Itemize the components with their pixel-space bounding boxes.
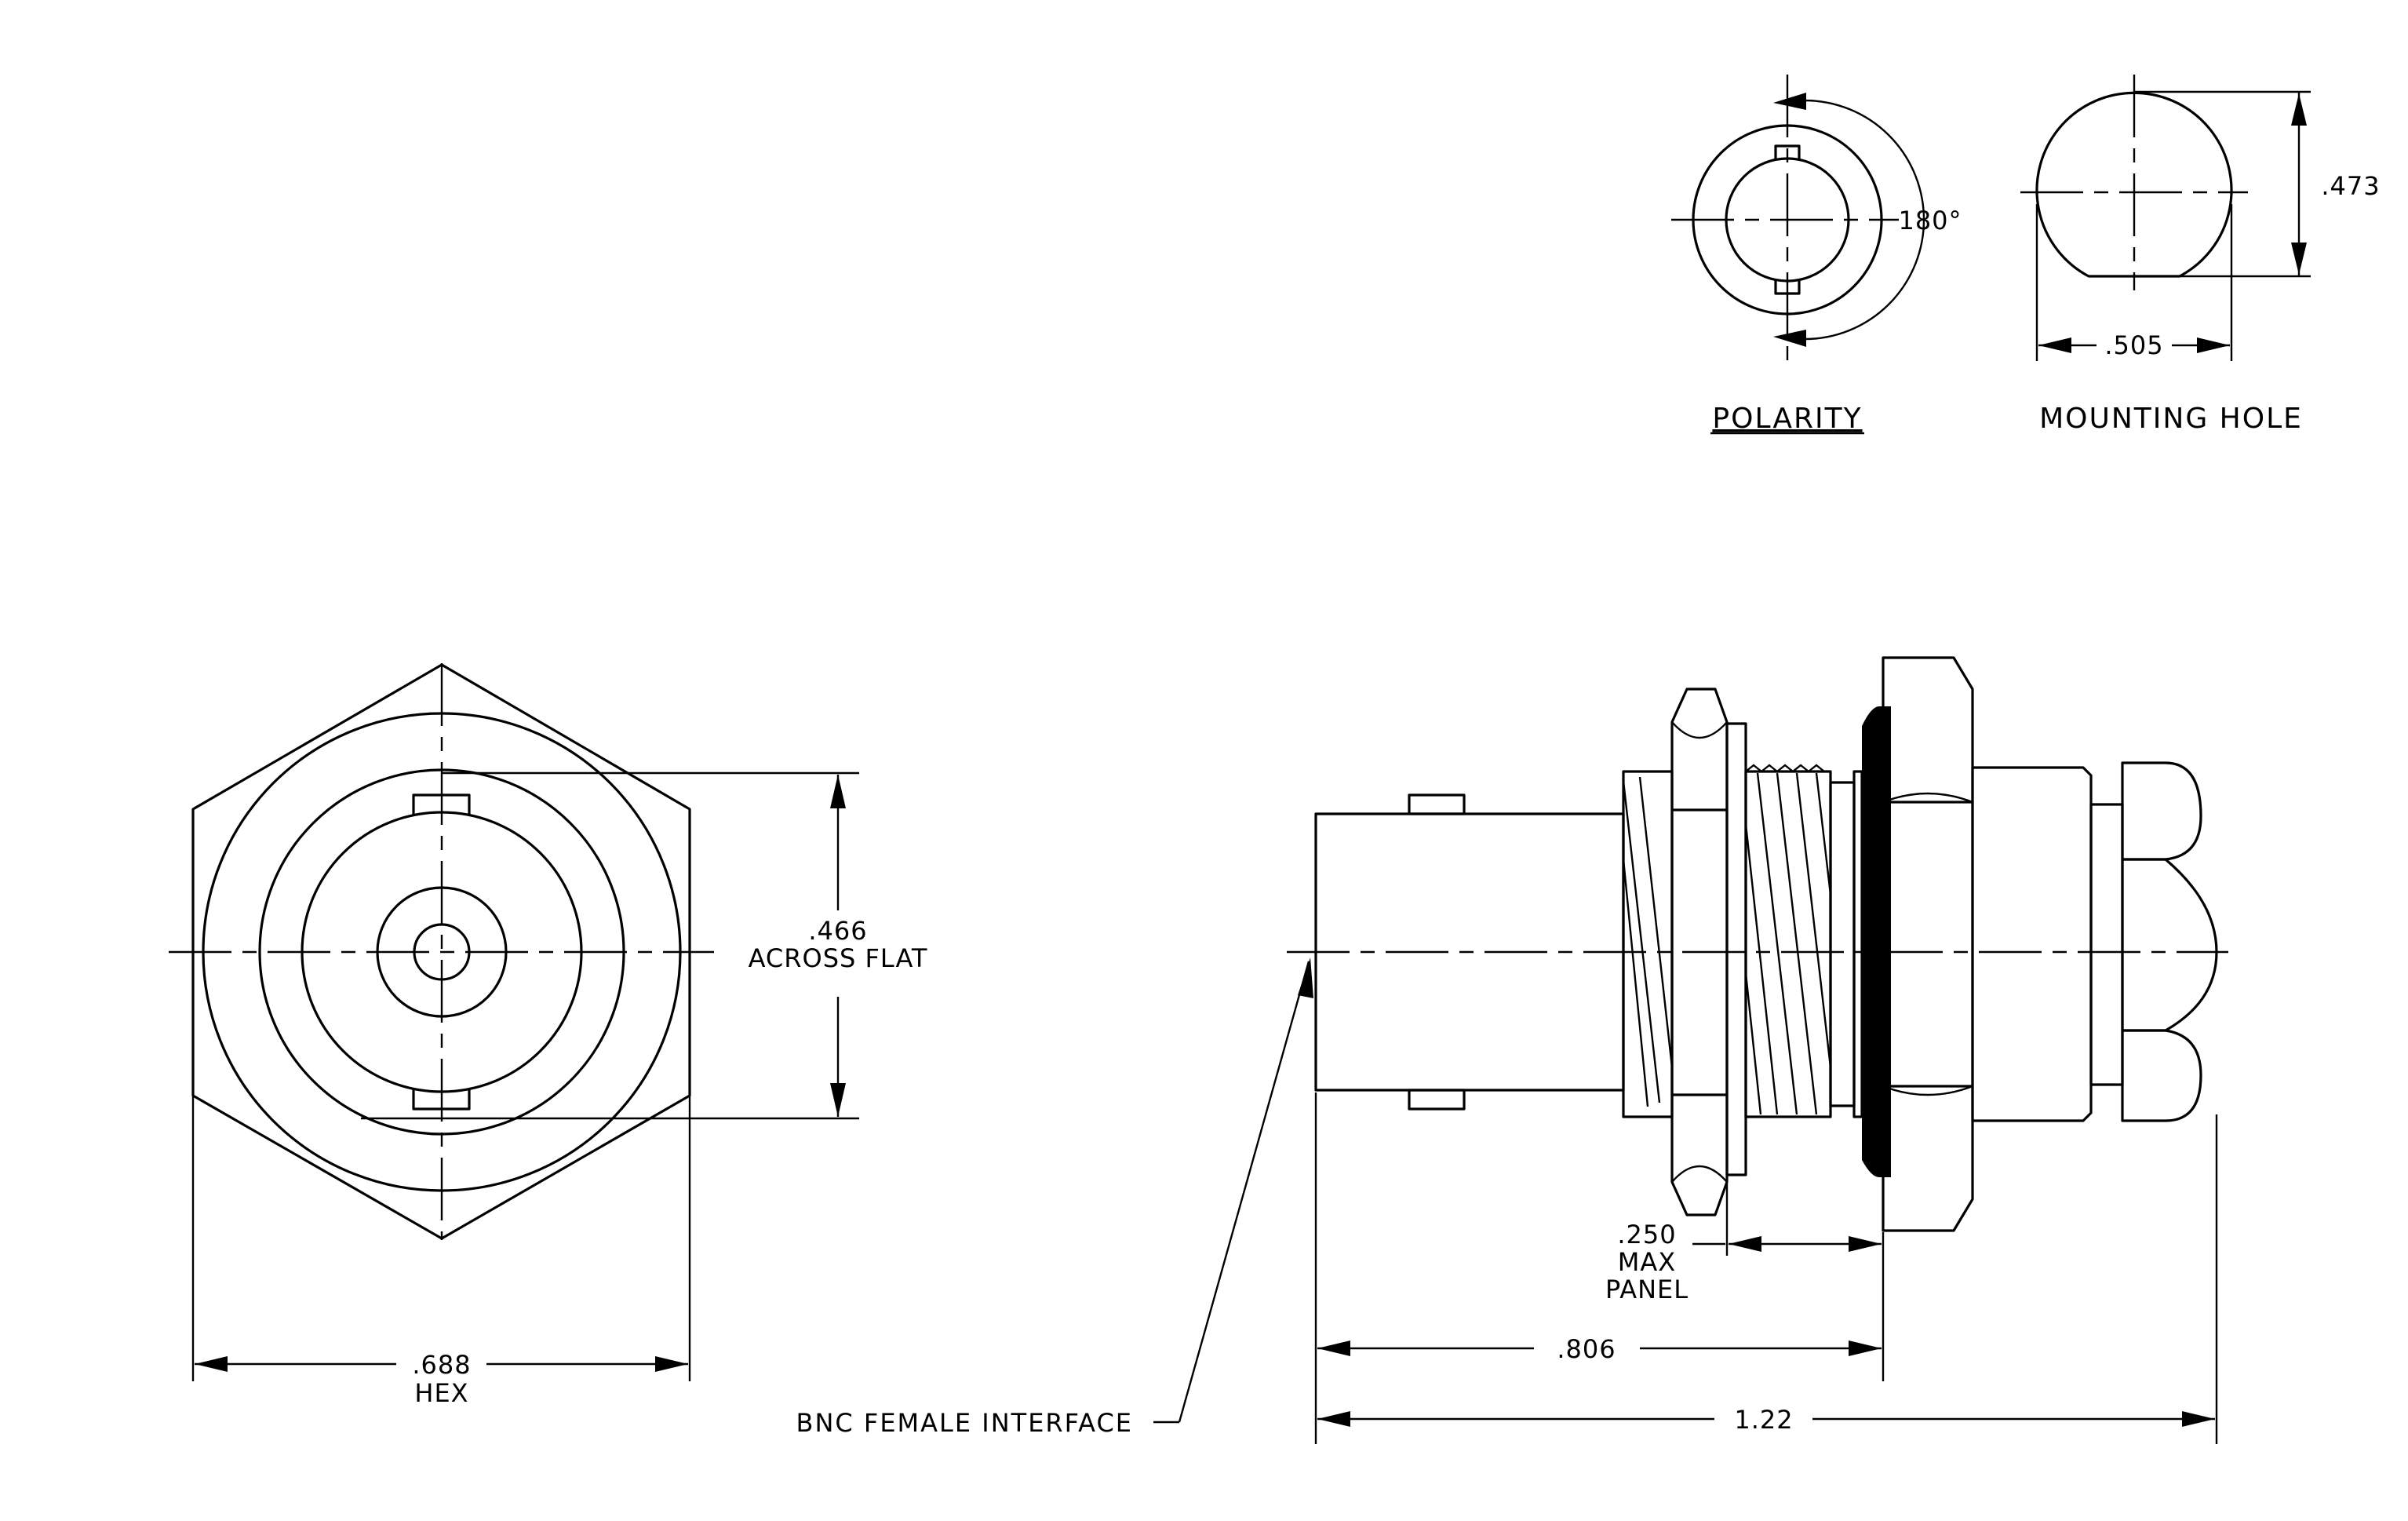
length-122-label: 1.22 — [1734, 1405, 1793, 1435]
panel-value: .250 — [1617, 1220, 1676, 1249]
across-flat-label: ACROSS FLAT — [749, 943, 928, 973]
side-view — [1287, 656, 2228, 1232]
panel-max: MAX — [1618, 1247, 1676, 1277]
polarity-view: 180° POLARITY — [1671, 75, 1962, 435]
mount-height-label: .473 — [2321, 171, 2380, 201]
across-flat-value: .466 — [808, 916, 867, 946]
polarity-title: POLARITY — [1712, 403, 1862, 435]
hex-label: HEX — [414, 1378, 468, 1408]
front-view: .466 ACROSS FLAT .688 HEX — [169, 663, 927, 1408]
bnc-callout: BNC FEMALE INTERFACE — [796, 957, 1313, 1438]
mounting-hole-view: .473 .505 MOUNTING HOLE — [2020, 75, 2380, 435]
polarity-angle-label: 180° — [1898, 206, 1962, 235]
side-dimensions: .250 MAX PANEL .806 1.22 — [1314, 1092, 2218, 1444]
length-806-label: .806 — [1557, 1334, 1616, 1364]
mounting-hole-title: MOUNTING HOLE — [2039, 403, 2303, 435]
bnc-callout-label: BNC FEMALE INTERFACE — [796, 1408, 1133, 1438]
hex-value: .688 — [412, 1350, 471, 1380]
mount-width-label: .505 — [2104, 330, 2163, 360]
panel-label: PANEL — [1605, 1275, 1689, 1304]
